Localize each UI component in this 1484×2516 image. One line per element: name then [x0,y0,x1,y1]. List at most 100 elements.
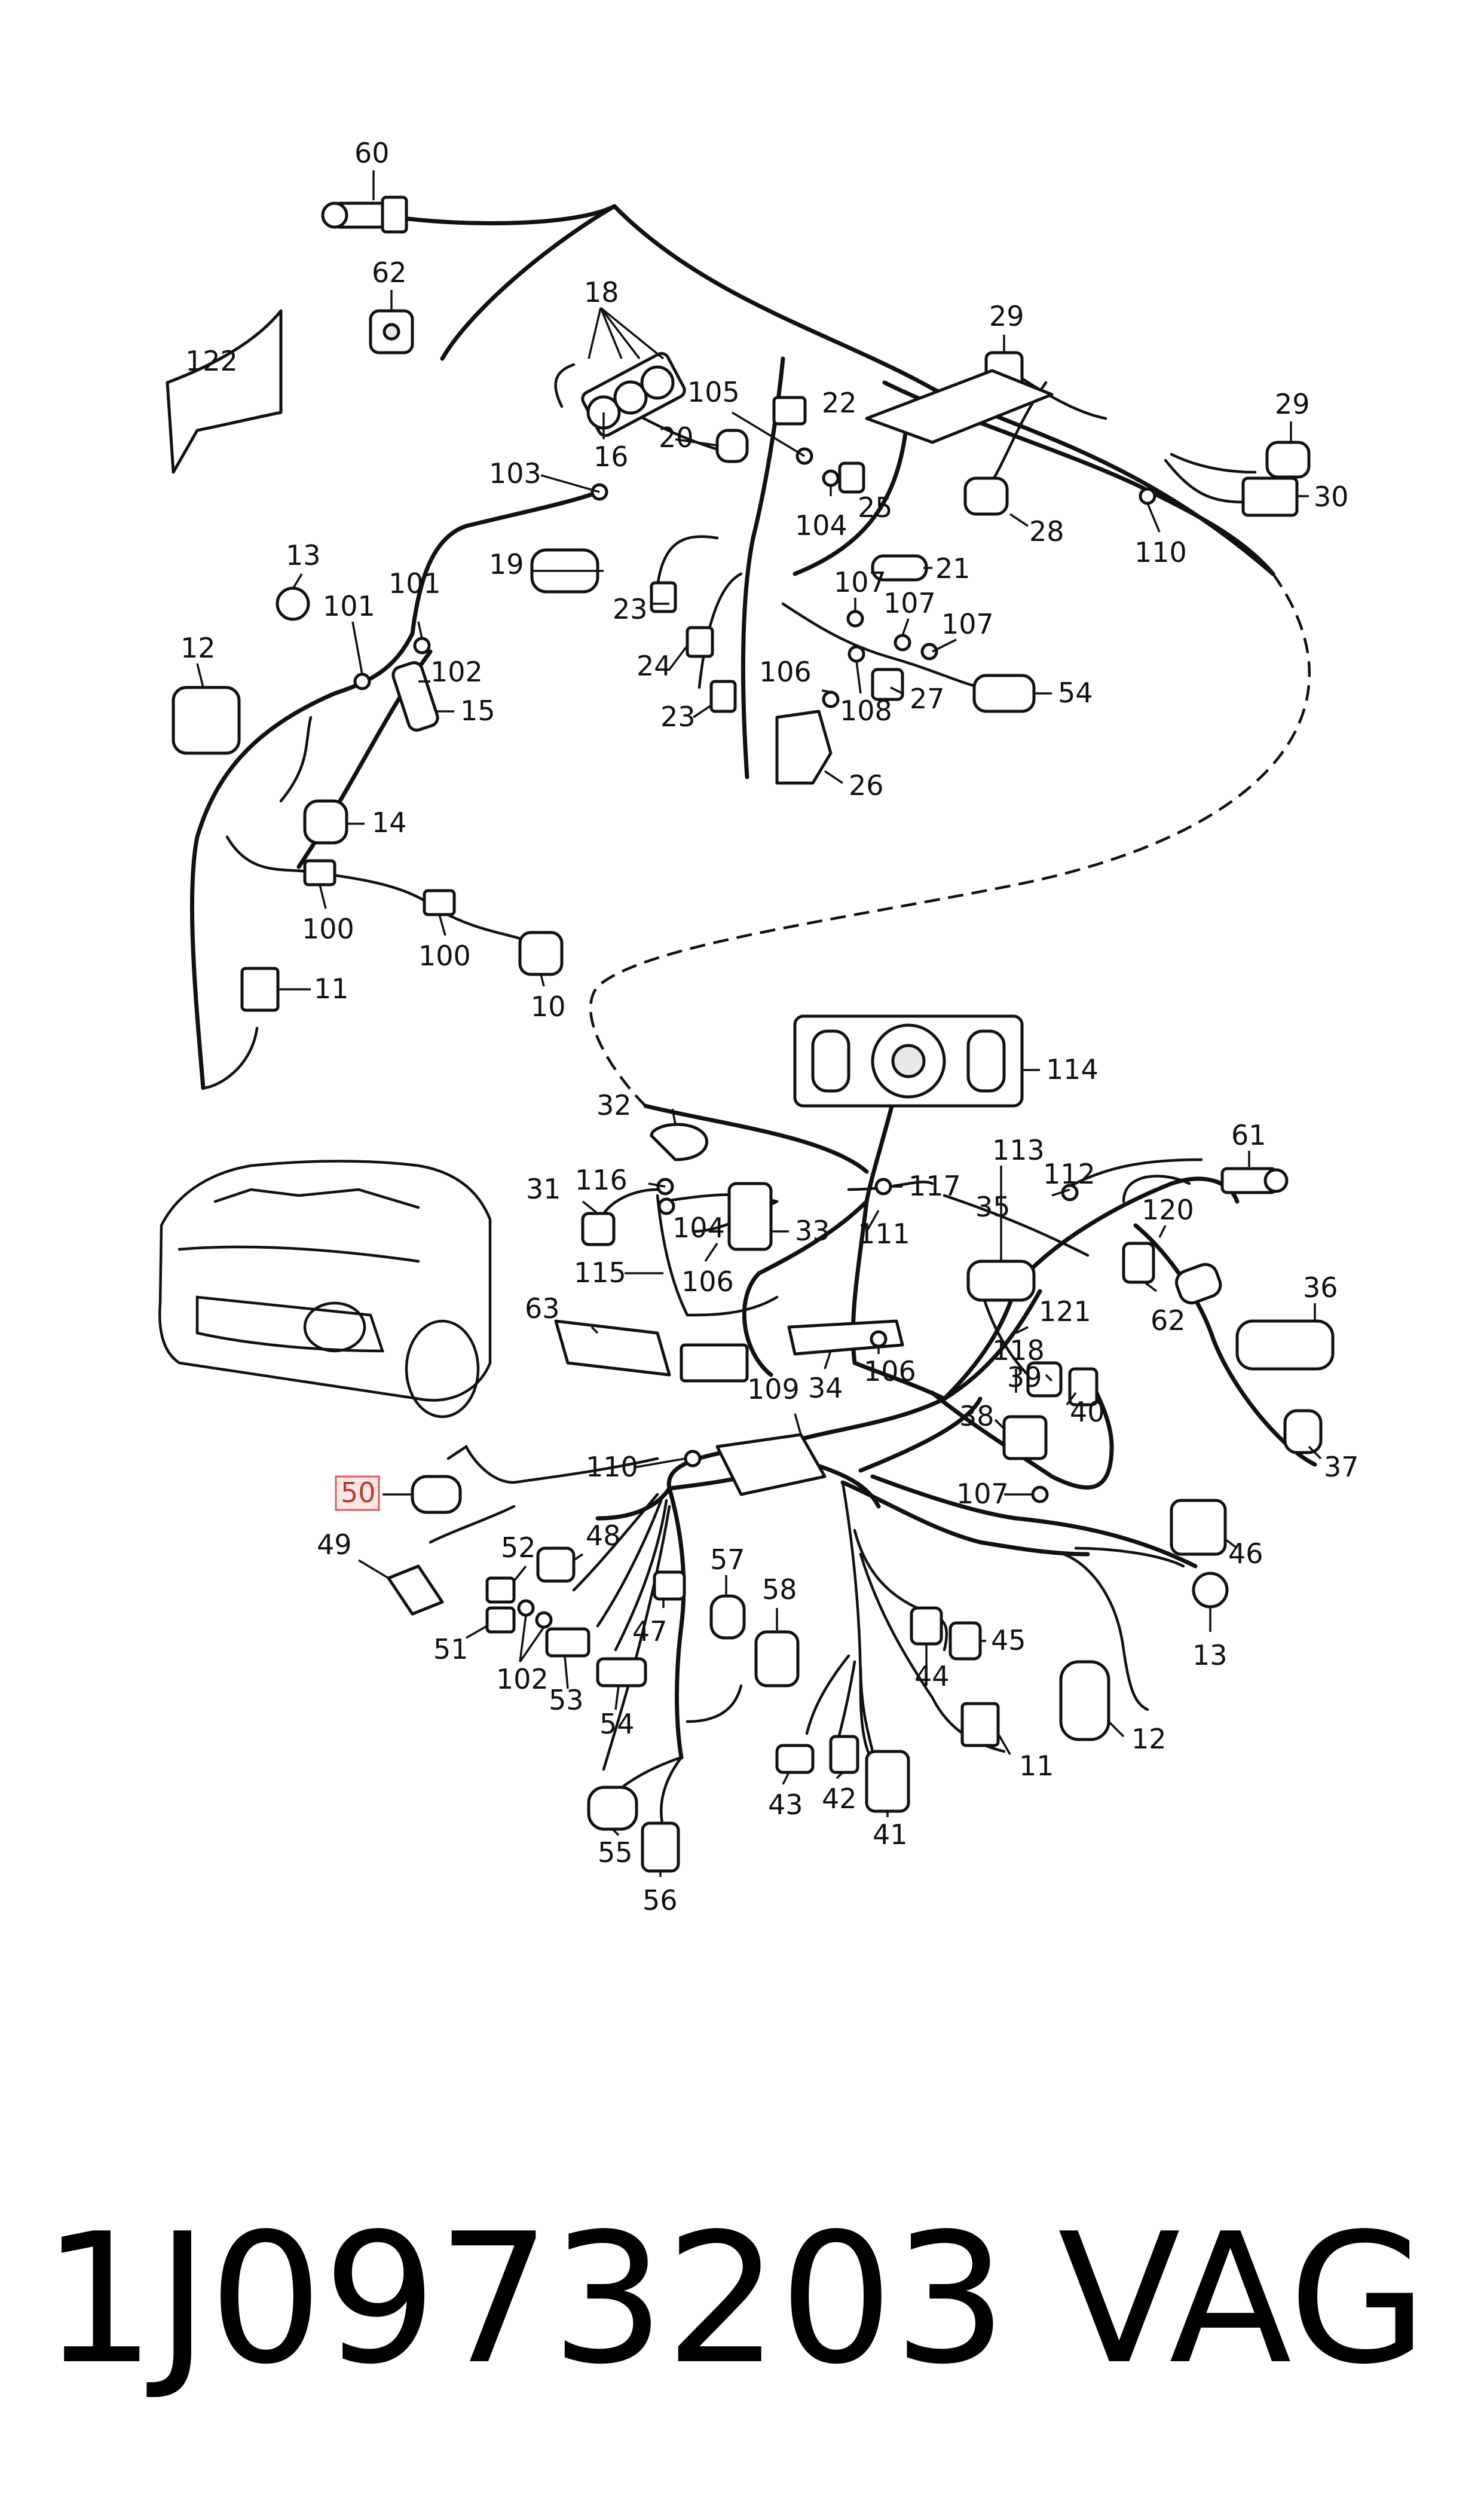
callout-labels: 60 62 18 122 16 105 22 20 25 104 29 29 3… [180,137,1359,1916]
callout-22: 22 [822,387,857,419]
lower-harness [158,1014,1335,1873]
connector-31 [581,1212,616,1246]
connector-23-lower [709,680,737,713]
callout-13: 13 [1192,1639,1228,1671]
callout-24: 24 [637,650,672,682]
sensor-15 [391,661,439,732]
callout-43: 43 [768,1789,803,1821]
callout-62: 62 [1151,1304,1186,1337]
bracket-49 [387,1564,444,1616]
connector-54-upper [972,674,1036,713]
callout-27: 27 [910,683,945,715]
callout-57: 57 [710,1543,745,1576]
callout-101: 101 [323,590,375,622]
callout-44: 44 [914,1660,950,1692]
sensor-61 [1220,1167,1289,1194]
callout-10: 10 [531,990,566,1023]
part-number: 1J0973203 [42,2195,1007,2404]
callout-48: 48 [586,1520,621,1552]
splice-101-a [353,672,371,690]
clip-100-a [303,859,336,886]
callout-37: 37 [1324,1451,1359,1483]
callout-63: 63 [525,1292,560,1325]
connector-48 [536,1546,576,1583]
callout-11: 11 [1019,1750,1054,1782]
connector-14 [303,799,348,845]
connector-45 [948,1621,982,1661]
callout-47: 47 [632,1615,668,1647]
callout-117: 117 [908,1170,961,1202]
callout-106: 106 [681,1265,734,1298]
callout-114: 114 [1046,1053,1099,1086]
callout-104: 104 [672,1212,725,1244]
upper-harness [166,195,1311,1107]
relay-33 [727,1182,773,1251]
callout-12: 12 [1131,1723,1167,1755]
callout-61: 61 [1231,1119,1266,1151]
callout-118: 118 [992,1334,1045,1366]
car-front-sketch [158,1160,492,1419]
connector-47 [653,1570,686,1601]
brand-label: VAG [1058,2195,1427,2404]
connector-10 [518,931,564,976]
splice-102-b [535,1611,553,1629]
relay-11-lower [960,1702,1000,1747]
connector-53 [545,1627,590,1658]
bracket-26 [775,710,833,785]
connector-28 [963,476,1009,516]
callout-107: 107 [834,566,886,598]
callout-50: 50 [341,1476,376,1509]
callout-21: 21 [935,552,971,585]
callout-105: 105 [687,376,740,408]
callout-31: 31 [526,1173,561,1205]
callout-58: 58 [762,1573,797,1606]
connector-23-upper [650,581,677,613]
connector-43 [775,1744,815,1774]
callout-102: 102 [430,656,483,688]
connector-54-lower [596,1657,647,1687]
sensor-13-upper [276,586,310,621]
connector-25 [838,461,865,494]
connector-55 [587,1786,638,1831]
callout-28: 28 [1029,515,1064,548]
relay-holder-109 [715,1433,827,1496]
splice-107-c [920,643,938,661]
callout-103: 103 [489,457,541,490]
callout-20: 20 [659,421,694,454]
callout-107: 107 [883,587,936,619]
callout-25: 25 [858,491,893,524]
callout-41: 41 [873,1818,908,1851]
splice-107-a [846,610,864,628]
callout-39: 39 [1007,1361,1042,1393]
callout-11: 11 [314,973,349,1005]
sensor-32 [650,1123,708,1161]
sensor-13-lower [1192,1572,1229,1609]
callout-54: 54 [599,1708,635,1740]
callout-35: 35 [975,1191,1011,1223]
splice-107-lower [1031,1485,1049,1503]
connector-120 [1175,1262,1222,1305]
callout-40: 40 [1070,1396,1105,1428]
connector-35 [966,1259,1036,1302]
callout-100: 100 [418,940,471,972]
callout-42: 42 [822,1783,857,1815]
connector-30 [1241,476,1299,517]
connector-50 [411,1475,462,1514]
callout-19: 19 [489,548,524,580]
callout-14: 14 [372,806,407,839]
connector-27 [871,668,904,701]
callout-111: 111 [858,1218,910,1250]
callout-104: 104 [795,509,847,542]
callout-23: 23 [660,701,696,733]
callout-30: 30 [1314,481,1349,513]
callout-26: 26 [849,769,884,802]
splice-110-upper [1139,487,1156,505]
callout-50-highlighted[interactable]: 50 [335,1475,380,1511]
callout-102: 102 [496,1663,549,1695]
splice-102-a [517,1599,535,1617]
connector-29-right [1265,441,1311,479]
splice-106-upper [822,690,840,708]
connector-38 [1002,1415,1048,1460]
connector-37 [1283,1409,1323,1454]
